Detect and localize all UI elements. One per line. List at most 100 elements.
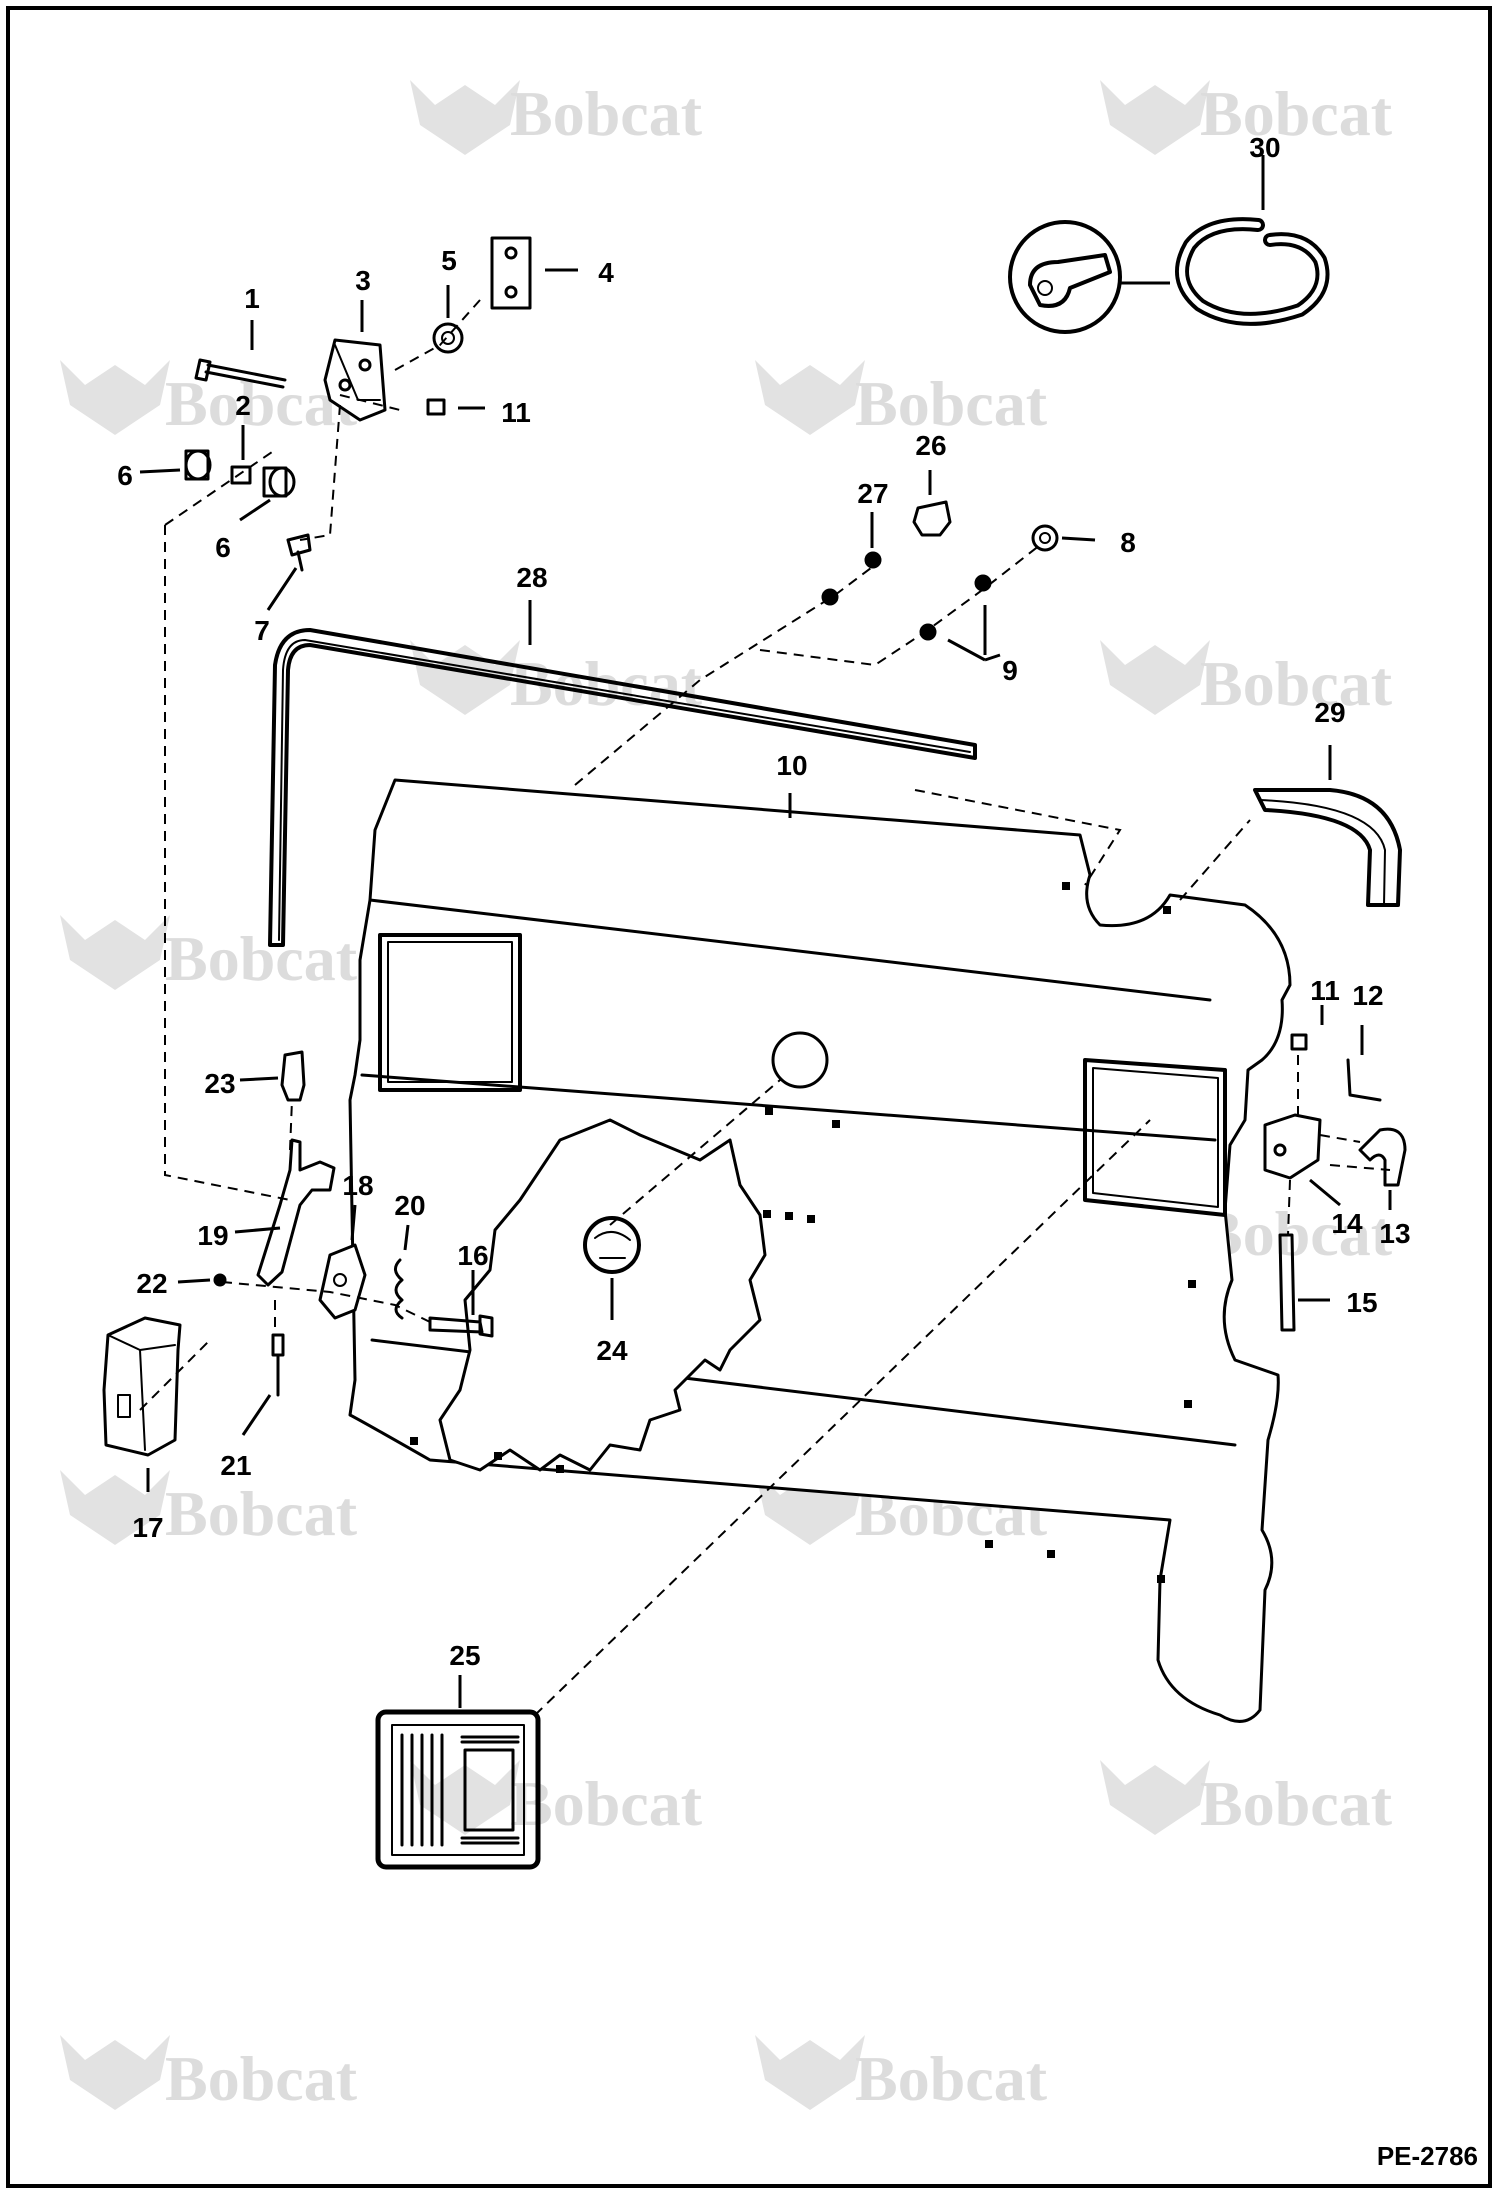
seal-profile [1028,253,1112,308]
door-cutaway [438,1118,767,1472]
callout-14: 14 [1331,1208,1363,1239]
vent-rows [460,1735,520,1845]
spring [394,1258,404,1320]
bracket-14 [1263,1113,1322,1180]
callout-15: 15 [1346,1287,1377,1318]
panel-hole [771,1031,829,1089]
inside-knob-detail [594,1231,631,1259]
svg-text:Bobcat: Bobcat [855,368,1048,439]
corner-seal [1253,788,1402,907]
callout-30: 30 [1249,132,1280,163]
callout-6b: 6 [215,532,231,563]
bobcat-logo-icon [60,1470,170,1545]
handle-knob [280,1050,306,1102]
nut-11-right [1290,1033,1308,1051]
spacer [230,465,252,485]
bobcat-logo-icon [755,360,865,435]
bobcat-watermark: Bobcat [410,78,703,155]
plug [912,500,952,537]
bushing [268,466,296,498]
latch-hook-13 [1358,1127,1407,1187]
callout-20: 20 [394,1190,425,1221]
bobcat-logo-icon [1100,640,1210,715]
lock-washer [432,322,464,354]
vent-window [463,1748,515,1832]
door-window-left-inner [387,941,513,1083]
bracket-14-hole [1273,1143,1287,1157]
leader-9-fork [947,638,1001,662]
callout-13: 13 [1379,1218,1410,1249]
svg-text:Bobcat: Bobcat [1200,1198,1393,1269]
bracket-hole [358,358,372,372]
bobcat-logo-icon [60,915,170,990]
bobcat-watermark: Bobcat [410,640,703,719]
svg-text:Bobcat: Bobcat [165,2043,358,2114]
seal-strip-inner [278,639,971,941]
nut-9 [919,623,937,641]
callout-6a: 6 [117,460,133,491]
callout-16: 16 [457,1240,488,1271]
bobcat-watermark: Bobcat [755,2035,1048,2114]
callout-27: 27 [857,478,888,509]
bobcat-watermark: Bobcat [1100,78,1393,155]
bobcat-logo-icon [410,640,520,715]
vent-cover [375,1709,541,1870]
callout-3: 3 [355,265,371,296]
svg-text:Bobcat: Bobcat [510,78,703,149]
callout-8: 8 [1120,527,1136,558]
svg-text:Bobcat: Bobcat [1200,1768,1393,1839]
bobcat-watermark: Bobcat [60,2035,358,2114]
leader-lines [139,155,1392,1708]
svg-text:Bobcat: Bobcat [1200,78,1393,149]
door-window-right [1083,1058,1227,1217]
bobcat-logo-icon [60,360,170,435]
seal-profile-hole [1037,280,1053,296]
bracket-12 [1346,1058,1382,1102]
screw-21 [271,1333,285,1397]
door-panel [348,778,1292,1723]
panel-rivets [410,882,1196,1583]
vent-slats [400,1733,444,1847]
inside-knob [583,1216,641,1274]
latch-bolt [428,1314,494,1338]
plate-hole [504,246,518,260]
bobcat-logo-icon [1100,80,1210,155]
door-window-left [378,933,522,1092]
callout-11a: 11 [501,397,531,428]
figure-code: PE-2786 [1377,2141,1478,2171]
nut-22 [213,1273,227,1287]
bushing [184,449,212,481]
latch-housing-face [107,1334,176,1451]
bobcat-watermark: Bobcat [1100,1760,1393,1839]
bolt [194,358,287,389]
callout-18: 18 [342,1170,373,1201]
bobcat-logo-icon [410,80,520,155]
latch-lever [256,1138,336,1287]
callout-labels: 1 2 3 4 5 6 6 7 8 9 10 11 11 12 13 14 15… [117,132,1410,1671]
callout-25: 25 [449,1640,480,1671]
callout-28: 28 [516,562,547,593]
svg-text:Bobcat: Bobcat [510,1768,703,1839]
grommet [1031,524,1059,552]
bobcat-logo-icon [60,2035,170,2110]
seal-coil-inner [1179,221,1326,322]
callout-17: 17 [132,1512,163,1543]
bobcat-watermark: Bobcat [1100,640,1393,719]
door-window-right-inner [1092,1067,1219,1208]
vent-cover-inner [391,1724,525,1856]
svg-text:Bobcat: Bobcat [165,923,358,994]
callout-29: 29 [1314,697,1345,728]
callout-4: 4 [598,257,614,288]
grommet-hole [1039,532,1051,544]
bracket-hole [338,378,352,392]
callout-23: 23 [204,1068,235,1099]
svg-text:Bobcat: Bobcat [165,1478,358,1549]
nut-27 [864,551,882,569]
latch-slot [117,1394,131,1418]
latch-cam [318,1243,367,1320]
nut-9 [974,574,992,592]
bobcat-logo-icon [755,2035,865,2110]
connection-lines [139,299,1391,1716]
diagram-border [6,6,1492,2188]
